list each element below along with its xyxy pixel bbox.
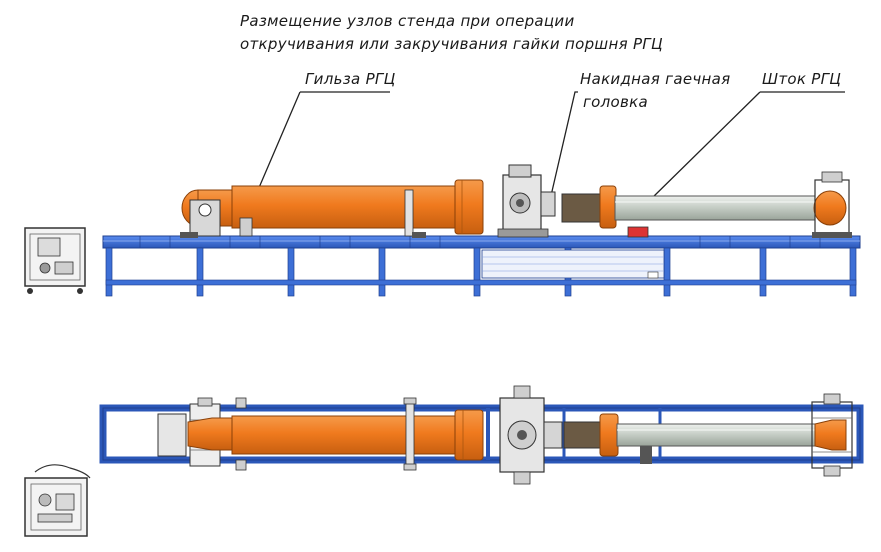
- leader-lines: [257, 91, 845, 226]
- rod-plan: [616, 423, 818, 447]
- diagram-title-line1: Размещение узлов стенда при операции: [240, 12, 575, 30]
- leader-sleeve: [257, 91, 390, 191]
- label-rod: Шток РГЦ: [762, 70, 842, 88]
- socket-wrench-unit-side: [497, 164, 556, 238]
- rod-side: [614, 195, 816, 221]
- cylinder-sleeve-side: [180, 179, 484, 238]
- leader-rod: [649, 91, 845, 201]
- base-frame-side: [102, 235, 861, 297]
- diagram-title-line2: откручивания или закручивания гайки порш…: [240, 35, 663, 53]
- side-view: [24, 164, 861, 297]
- hydraulic-unit-plan: [24, 464, 91, 537]
- piston-nut-plan: [563, 413, 652, 464]
- label-sleeve: Гильза РГЦ: [305, 70, 396, 88]
- label-socket-line2: головка: [583, 93, 649, 111]
- leader-socket: [549, 91, 578, 201]
- label-socket-line1: Накидная гаечная: [580, 70, 731, 88]
- socket-wrench-unit-plan: [499, 385, 563, 485]
- cylinder-sleeve-plan: [187, 397, 484, 471]
- piston-nut-side: [561, 185, 649, 238]
- hydraulic-unit-side: [24, 227, 86, 294]
- rod-eye-plan: [811, 393, 853, 477]
- rod-eye-side: [812, 171, 852, 238]
- plan-view: [24, 385, 864, 537]
